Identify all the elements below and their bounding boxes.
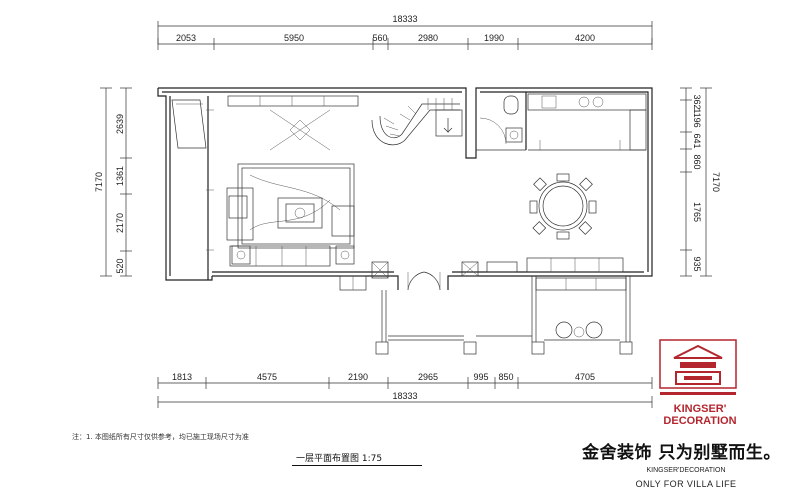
logo-emblem (659, 339, 737, 395)
brand-slogan: 金舍装饰 只为别墅而生。 (582, 443, 781, 463)
left-dim-4: 520 (115, 258, 125, 273)
brand-name: KINGSER' (673, 403, 727, 415)
top-dim-1: 2053 (176, 33, 196, 43)
bathroom (476, 92, 527, 151)
title-underline (292, 465, 422, 466)
left-dim-3: 2170 (115, 213, 125, 233)
top-dimension-group: 18333 2053 5950 560 2980 1990 4200 (157, 14, 653, 50)
overall-width-top: 18333 (392, 14, 417, 24)
top-dim-5: 1990 (484, 33, 504, 43)
top-dim-3: 560 (372, 33, 387, 43)
brand-english-name: KINGSER'DECORATION (646, 467, 726, 474)
living-room (206, 95, 359, 267)
right-dim-3: 641 (692, 133, 702, 148)
right-dim-5: 1765 (692, 202, 702, 222)
kitchen (527, 93, 647, 151)
top-dim-6: 4200 (575, 33, 595, 43)
left-dimension-group: 7170 2639 1361 2170 520 (94, 87, 132, 277)
bottom-dim-4: 2965 (418, 372, 438, 382)
right-dim-6: 935 (692, 256, 702, 271)
staircase (371, 98, 463, 146)
right-dim-4: 860 (692, 154, 702, 169)
top-dim-2: 5950 (284, 33, 304, 43)
right-total: 7170 (711, 172, 721, 192)
left-dim-1: 2639 (115, 114, 125, 134)
left-total: 7170 (94, 172, 104, 192)
drawing-note: 注：1. 本图纸所有尺寸仅供参考，均已施工现场尺寸为准 (72, 433, 249, 441)
bottom-dim-7: 4705 (575, 372, 595, 382)
brand-name-sub: DECORATION (663, 415, 737, 427)
top-dim-4: 2980 (418, 33, 438, 43)
entry-porch (339, 261, 633, 355)
dining-area (461, 173, 624, 277)
brand-motto: ONLY FOR VILLA LIFE (635, 479, 737, 489)
bottom-dim-3: 2190 (348, 372, 368, 382)
bottom-dim-2: 4575 (257, 372, 277, 382)
left-dim-2: 1361 (115, 166, 125, 186)
drawing-title: 一层平面布置图 1:75 (296, 454, 383, 464)
overall-width-bottom: 18333 (392, 391, 417, 401)
right-dim-1: 362 (692, 94, 702, 109)
bottom-dim-1: 1813 (172, 372, 192, 382)
right-dim-2: 1196 (692, 108, 702, 127)
right-dimension-group: 362 1196 641 860 1765 935 7170 (680, 87, 721, 277)
bottom-dimension-group: 1813 4575 2190 2965 995 850 4705 18333 (157, 372, 653, 408)
left-bay-room (171, 99, 207, 149)
bottom-dim-5: 995 (473, 372, 488, 382)
bottom-dim-6: 850 (498, 372, 513, 382)
